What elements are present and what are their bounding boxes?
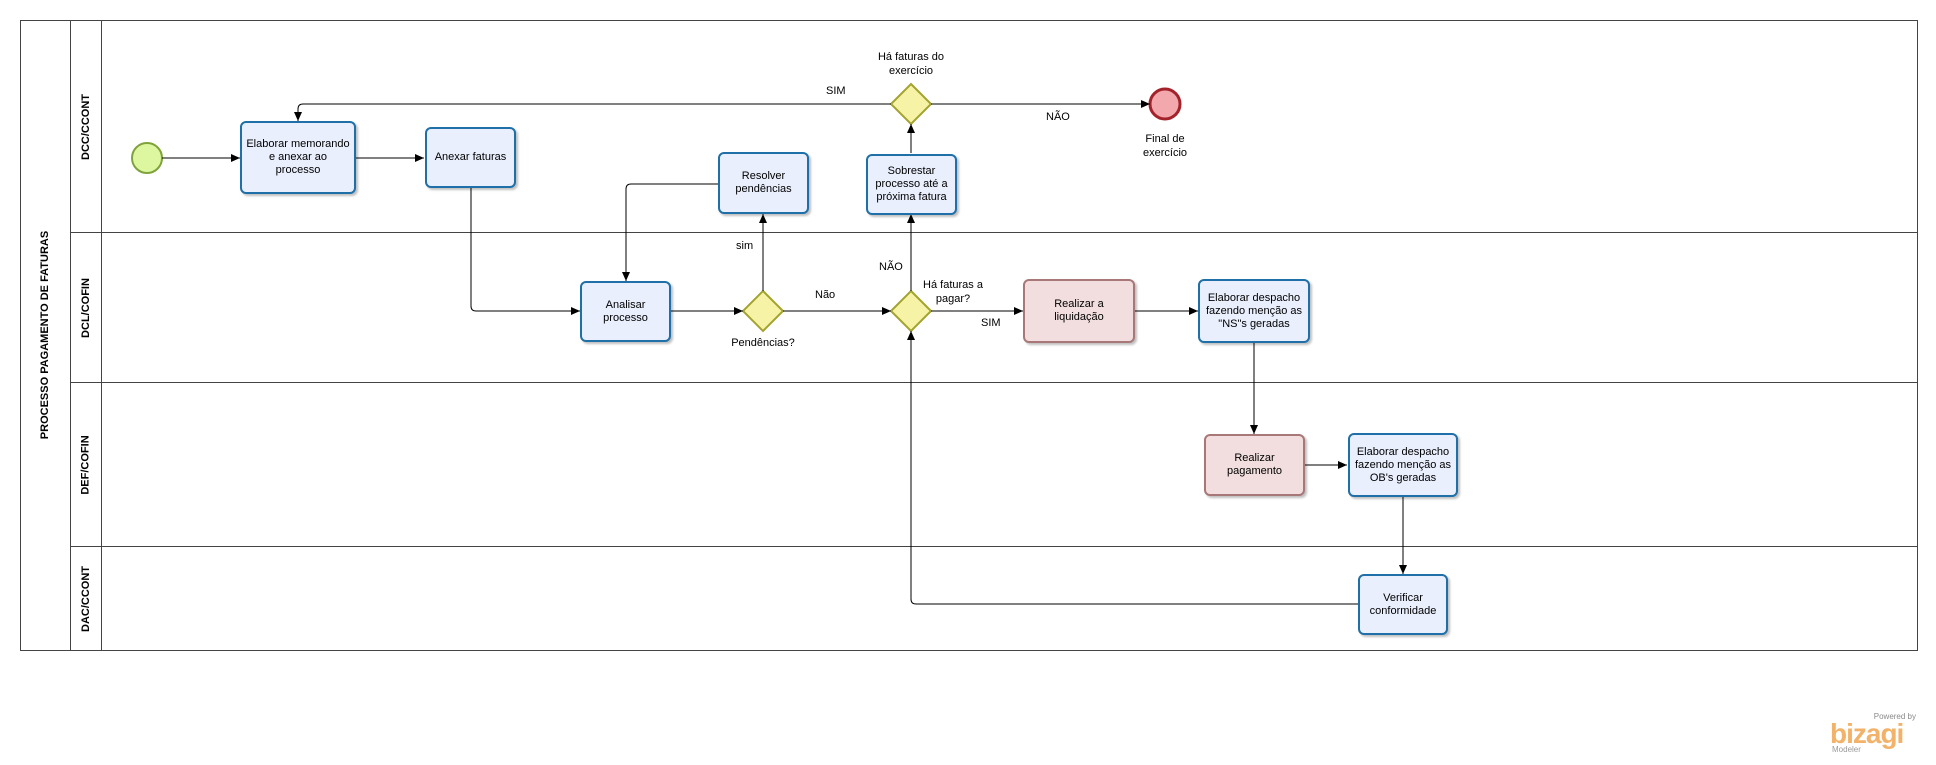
task-resolver-pendencias[interactable]: Resolver pendências bbox=[718, 152, 809, 214]
gateway-pendencias-label: Pendências? bbox=[731, 337, 795, 349]
bizagi-logo: bizagi bbox=[1830, 718, 1904, 749]
gateway-pendencias[interactable] bbox=[741, 289, 785, 333]
task-verificar-conformidade[interactable]: Verificar conformidade bbox=[1358, 574, 1448, 635]
end-event[interactable] bbox=[1148, 87, 1182, 121]
start-event[interactable] bbox=[131, 142, 163, 174]
flow-label-sim-pagar: SIM bbox=[981, 317, 1001, 329]
lane-label-def-cofin: DEF/COFIN bbox=[79, 434, 92, 495]
brand-modeler: Modeler bbox=[1832, 745, 1861, 754]
flow-verificar-to-pagar[interactable] bbox=[907, 331, 1358, 605]
bizagi-brand: Powered by bizagi Modeler bbox=[1822, 712, 1918, 754]
flow-label-sim-pendencias: sim bbox=[736, 240, 754, 252]
gateway-exercicio[interactable] bbox=[889, 82, 933, 126]
flow-label-nao-pendencias: Não bbox=[815, 289, 836, 301]
flow-label-sim-exercicio: SIM bbox=[826, 85, 846, 97]
gateway-pagar-label: Há faturas a pagar? bbox=[923, 279, 983, 305]
task-elaborar-despacho-ns[interactable]: Elaborar despacho fazendo menção as "NS"… bbox=[1198, 279, 1310, 343]
lane-label-dcl-cofin: DCL/COFIN bbox=[79, 277, 92, 338]
task-elaborar-memorando[interactable]: Elaborar memorando e anexar ao processo bbox=[240, 121, 356, 194]
task-realizar-liquidacao[interactable]: Realizar a liquidação bbox=[1023, 279, 1135, 343]
flow-exercicio-sim-to-memorando[interactable] bbox=[294, 103, 891, 121]
pool-frame bbox=[20, 20, 1918, 651]
task-elaborar-despacho-ob[interactable]: Elaborar despacho fazendo menção as OB's… bbox=[1348, 433, 1458, 497]
lane-label-dac-ccont: DAC/CCONT bbox=[79, 565, 92, 632]
task-sobrestar-processo[interactable]: Sobrestar processo até a próxima fatura bbox=[866, 154, 957, 215]
pool-title: PROCESSO PAGAMENTO DE FATURAS bbox=[39, 230, 52, 440]
flow-label-nao-pagar: NÃO bbox=[879, 261, 903, 273]
end-event-label: Final de exercício bbox=[1142, 133, 1188, 159]
lane-label-dcc-ccont: DCC/CCONT bbox=[79, 93, 92, 160]
task-analisar-processo[interactable]: Analisar processo bbox=[580, 281, 671, 342]
flow-resolver-to-analisar[interactable] bbox=[622, 183, 718, 281]
task-anexar-faturas[interactable]: Anexar faturas bbox=[425, 127, 516, 188]
gateway-exercicio-label: Há faturas do exercício bbox=[877, 51, 945, 77]
brand-powered-by: Powered by bbox=[1873, 712, 1916, 721]
task-realizar-pagamento[interactable]: Realizar pagamento bbox=[1204, 434, 1305, 496]
flow-label-nao-exercicio: NÃO bbox=[1046, 111, 1070, 123]
flow-anexar-to-analisar[interactable] bbox=[470, 188, 580, 315]
